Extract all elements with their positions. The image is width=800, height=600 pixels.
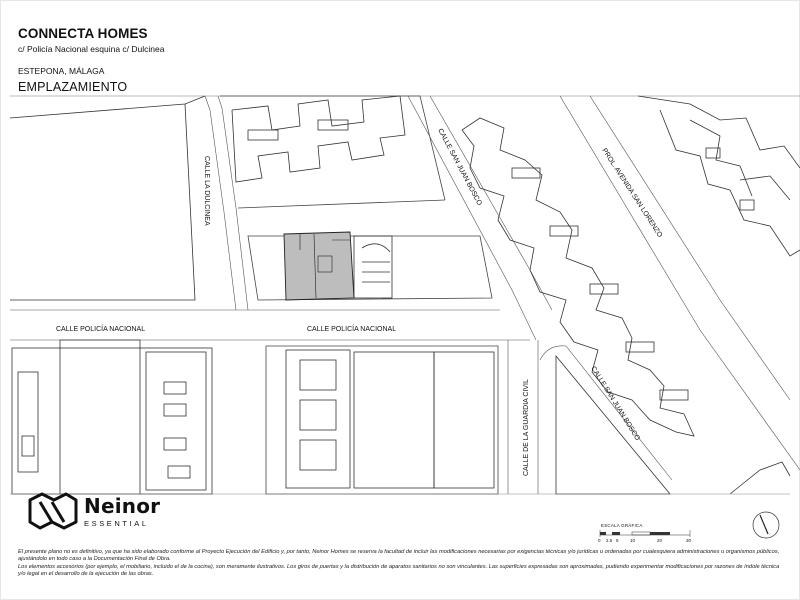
scale-tick-5: 30 bbox=[686, 538, 692, 543]
street-label-dulcinea: CALLE LA DULCINEA bbox=[203, 156, 210, 226]
sjb-lower-curb bbox=[539, 345, 673, 481]
scale-bar bbox=[599, 530, 691, 537]
disclaimer: El presente plano no es definitivo, ya q… bbox=[18, 549, 784, 579]
bm-room-1 bbox=[299, 359, 337, 391]
scale-tick-2: 5 bbox=[616, 538, 619, 543]
bl-left-room bbox=[21, 435, 35, 457]
scale-tick-0: 0 bbox=[598, 538, 601, 543]
bm-building bbox=[285, 349, 351, 489]
upper-buildings bbox=[231, 95, 406, 183]
mr-courtyard-2 bbox=[549, 225, 579, 237]
bm-room-2 bbox=[299, 399, 337, 431]
plot-division-1 bbox=[313, 233, 317, 299]
avenida-curb-left bbox=[559, 95, 800, 471]
mr-courtyard-5 bbox=[659, 389, 689, 401]
bl-room-1 bbox=[163, 381, 187, 395]
project-city: ESTEPONA, MÁLAGA bbox=[18, 66, 105, 76]
mr-courtyard-1 bbox=[511, 167, 541, 179]
tr-buildings-top bbox=[637, 95, 800, 169]
bm-lot-2 bbox=[433, 351, 495, 489]
adjacent-curve bbox=[361, 243, 391, 253]
disclaimer-paragraph-2: Los elementos accesorios (por ejemplo, e… bbox=[18, 563, 780, 578]
bm-block bbox=[265, 345, 499, 495]
tr-courtyard-2 bbox=[739, 199, 755, 211]
street-label-guardia-civil: CALLE DE LA GUARDIA CIVIL bbox=[523, 379, 530, 476]
tr-courtyard-1 bbox=[705, 147, 721, 159]
street-label-sjb-lower: CALLE SAN JUAN BOSCO bbox=[589, 365, 641, 442]
north-arrow-icon bbox=[752, 511, 780, 539]
mr-courtyard-4 bbox=[625, 341, 655, 353]
project-title: CONNECTA HOMES bbox=[18, 26, 148, 41]
disclaimer-paragraph-1: El presente plano no es definitivo, ya q… bbox=[18, 549, 780, 563]
scale-tick-4: 20 bbox=[657, 538, 663, 543]
bl-room-3 bbox=[163, 437, 187, 451]
project-plot bbox=[283, 231, 355, 301]
bm-lot bbox=[353, 351, 435, 489]
adjacent-building bbox=[353, 235, 393, 299]
street-label-sjb-upper: CALLE SAN JUAN BOSCO bbox=[436, 128, 483, 208]
triangle-lot bbox=[555, 354, 671, 495]
tr-buildings-inner bbox=[659, 109, 800, 257]
mr-courtyard-3 bbox=[589, 283, 619, 295]
brand-name: Neinor bbox=[84, 494, 161, 518]
street-label-avenida-san-lorenzo: PROL. AVENIDA SAN LORENZO bbox=[600, 147, 663, 239]
bl-room-4 bbox=[167, 465, 191, 479]
street-label-policia-left: CALLE POLICÍA NACIONAL bbox=[56, 324, 145, 333]
upper-block-bottom bbox=[237, 199, 446, 209]
avenida-curb-right bbox=[589, 95, 791, 401]
bl-left-building bbox=[17, 371, 39, 473]
dulcinea-curb-left bbox=[204, 95, 237, 311]
project-address: c/ Policía Nacional esquina c/ Dulcinea bbox=[18, 44, 165, 54]
bl-room-2 bbox=[163, 403, 187, 417]
tr-buildings-detail bbox=[689, 119, 753, 197]
plan-title: EMPLAZAMIENTO bbox=[18, 80, 128, 94]
brand-subtitle: ESSENTIAL bbox=[84, 519, 149, 528]
tr-buildings-right bbox=[739, 175, 791, 201]
site-block-outline bbox=[247, 235, 493, 301]
scale-tick-1: 2.5 bbox=[606, 538, 613, 543]
left-lot-edge bbox=[10, 103, 196, 301]
bl-block bbox=[11, 347, 213, 495]
upper-courtyard-1 bbox=[247, 129, 279, 141]
scale-tick-3: 10 bbox=[630, 538, 636, 543]
street-label-policia-right: CALLE POLICÍA NACIONAL bbox=[307, 324, 396, 333]
br-small-building bbox=[729, 461, 791, 495]
sjb-curb-left bbox=[407, 95, 537, 341]
bl-building bbox=[145, 351, 207, 491]
bm-room-3 bbox=[299, 439, 337, 471]
left-lot-top bbox=[9, 95, 206, 119]
middle-right-buildings bbox=[461, 117, 695, 437]
neinor-logo-icon bbox=[28, 492, 78, 530]
upper-block-outline bbox=[220, 95, 446, 201]
plot-core bbox=[317, 255, 333, 273]
dulcinea-curb-right bbox=[217, 95, 249, 311]
upper-courtyard-2 bbox=[317, 119, 349, 131]
scale-label: ESCALA GRÁFICA bbox=[601, 523, 643, 528]
